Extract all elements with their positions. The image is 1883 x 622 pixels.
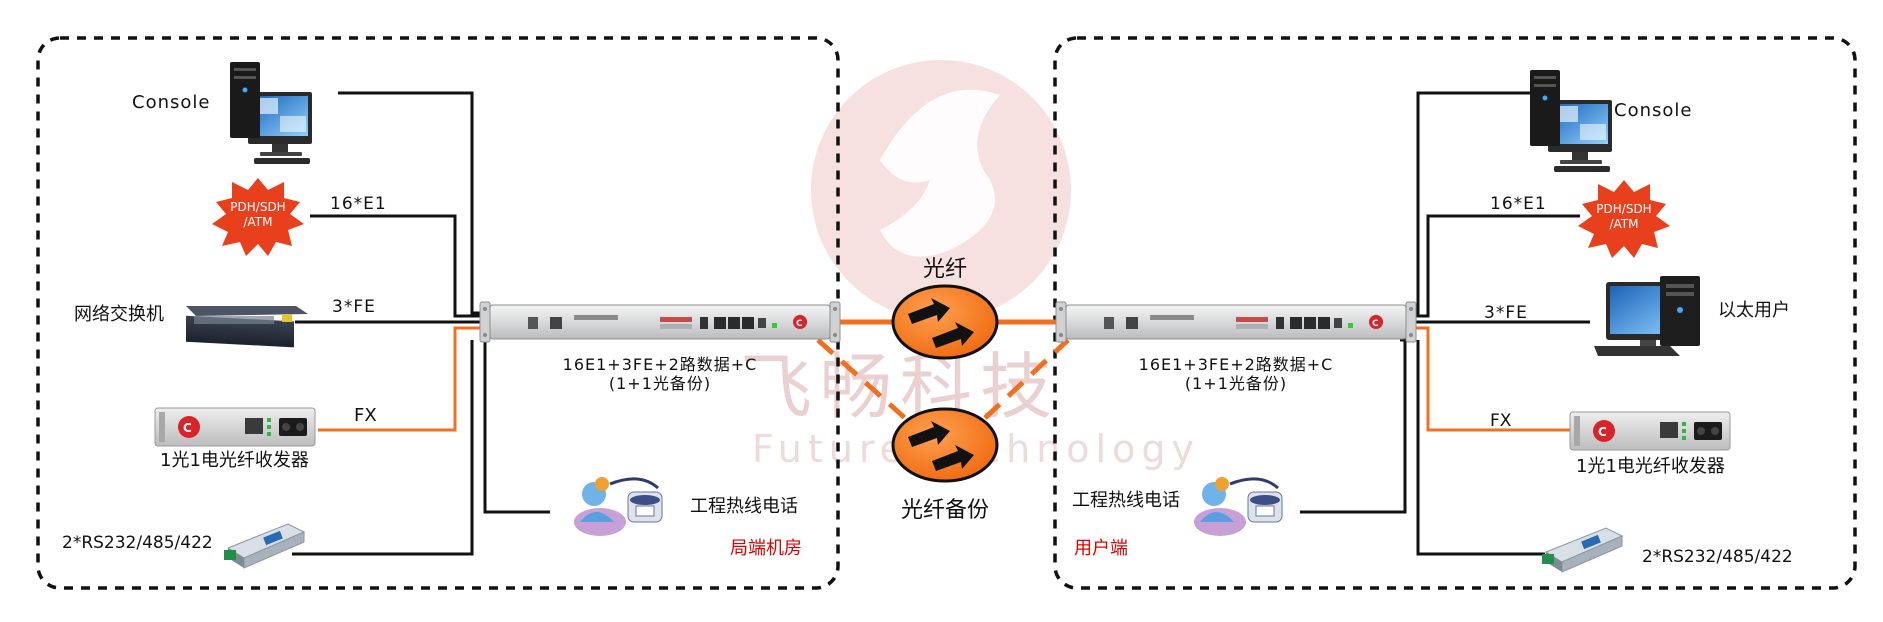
left-media-converter-icon <box>154 407 316 447</box>
fiber-backup-label: 光纤备份 <box>901 498 989 523</box>
fiber-backup-left <box>816 338 907 420</box>
wire-rs-right <box>1416 340 1545 556</box>
left-serial-converter-icon <box>223 523 305 569</box>
left-multiplexer-device-icon <box>479 301 841 343</box>
wire-e1-left <box>310 214 490 318</box>
left-switch-label: 网络交换机 <box>74 304 164 325</box>
right-rs-label: 2*RS232/485/422 <box>1642 547 1793 567</box>
wire-fx-right <box>1400 326 1570 432</box>
right-console-label: Console <box>1614 100 1692 121</box>
left-console-label: Console <box>132 92 210 113</box>
right-e1-label: 16*E1 <box>1490 194 1547 214</box>
right-device-line2: (1+1光备份) <box>1185 374 1287 393</box>
left-device-line2: (1+1光备份) <box>609 374 711 393</box>
fiber-main-oval <box>891 284 999 360</box>
wire-phone-left <box>483 338 550 514</box>
left-site-label: 局端机房 <box>730 538 802 559</box>
watermark: 飞畅科技 Future Technology <box>740 60 1194 471</box>
wire-rs-left <box>292 340 474 556</box>
right-converter-label: 1光1电光纤收发器 <box>1576 456 1725 477</box>
left-hotline-label: 工程热线电话 <box>690 496 798 517</box>
right-fx-label: FX <box>1490 411 1512 431</box>
left-rs-label: 2*RS232/485/422 <box>62 533 213 553</box>
right-console-computer-icon <box>1530 70 1612 172</box>
right-multiplexer-device-icon <box>1055 301 1417 343</box>
wire-e1-right <box>1400 214 1580 318</box>
right-ethernet-user-label: 以太用户 <box>1718 300 1790 321</box>
wire-phone-right <box>1300 338 1407 514</box>
watermark-cn: 飞畅科技 <box>740 345 1060 429</box>
right-site-label: 用户端 <box>1074 538 1128 559</box>
fiber-backup-oval <box>891 407 999 483</box>
right-serial-converter-icon <box>1541 527 1623 573</box>
fiber-label: 光纤 <box>923 257 967 282</box>
left-network-switch-icon <box>186 306 308 348</box>
right-hotline-phone-icon <box>1192 475 1284 538</box>
left-site: Console PDH/SDH /ATM 16*E1 网络交换机 3*FE FX… <box>62 62 841 569</box>
right-ethernet-user-computer-icon <box>1594 276 1700 356</box>
right-device-line1: 16E1+3FE+2路数据+C <box>1139 355 1334 374</box>
right-pdh-line1: PDH/SDH <box>1596 202 1651 216</box>
left-device-line1: 16E1+3FE+2路数据+C <box>563 355 758 374</box>
fiber-backup-right <box>983 338 1070 420</box>
right-media-converter-icon <box>1569 411 1731 451</box>
left-hotline-phone-icon <box>572 475 664 538</box>
left-converter-label: 1光1电光纤收发器 <box>160 450 309 471</box>
left-e1-label: 16*E1 <box>330 194 387 214</box>
left-pdh-line1: PDH/SDH <box>230 200 285 214</box>
left-fe-label: 3*FE <box>332 297 376 317</box>
watermark-logo-mark <box>880 89 1000 257</box>
wire-fx-left <box>318 326 490 432</box>
left-console-computer-icon <box>230 62 312 164</box>
right-site: 16E1+3FE+2路数据+C (1+1光备份) Console 16*E1 P… <box>1055 70 1793 573</box>
right-fe-label: 3*FE <box>1484 303 1528 323</box>
right-pdh-line2: /ATM <box>1609 217 1638 231</box>
left-fx-label: FX <box>354 405 377 426</box>
fiber-links: 光纤 光纤备份 <box>816 257 1070 523</box>
left-pdh-burst-icon: PDH/SDH /ATM <box>212 178 304 256</box>
remote-site-boundary <box>1053 36 1857 590</box>
right-pdh-burst-icon: PDH/SDH /ATM <box>1578 180 1670 258</box>
left-pdh-line2: /ATM <box>243 215 272 229</box>
right-hotline-label: 工程热线电话 <box>1072 490 1180 511</box>
